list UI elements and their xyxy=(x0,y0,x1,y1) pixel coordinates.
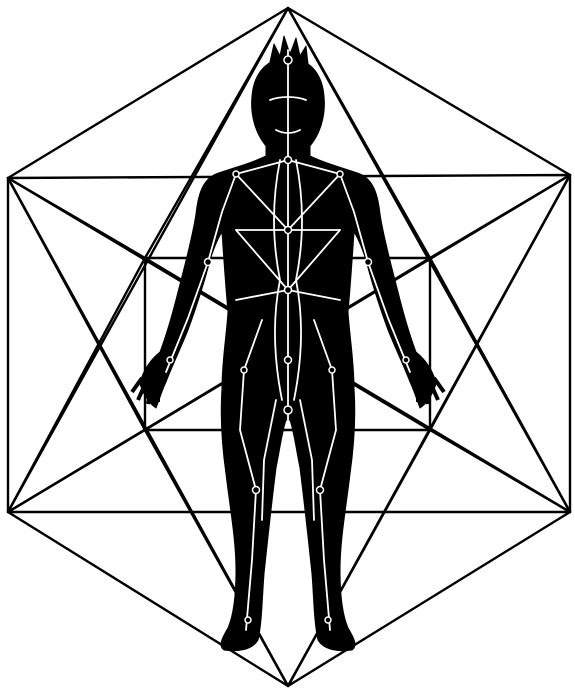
right-to-apex-low xyxy=(430,175,570,430)
node-right-shoulder xyxy=(337,171,343,177)
node-throat xyxy=(285,157,292,164)
node-chest xyxy=(285,227,292,234)
node-left-shoulder xyxy=(233,171,239,177)
right-low-to-upper xyxy=(430,258,570,512)
node-left-knee xyxy=(253,487,260,494)
node-left-wrist xyxy=(167,357,173,363)
node-right-hip xyxy=(329,367,335,373)
node-right-ankle xyxy=(325,617,331,623)
node-pelvis xyxy=(285,357,292,364)
node-crown xyxy=(284,56,292,64)
node-left-ankle xyxy=(245,617,251,623)
node-left-elbow xyxy=(205,259,212,266)
node-right-knee xyxy=(317,487,324,494)
left-inner-lower xyxy=(8,430,145,512)
left-low-to-upper xyxy=(8,258,145,512)
right-inner-upper xyxy=(430,175,570,258)
energy-channels xyxy=(166,50,410,630)
node-root xyxy=(284,406,292,414)
right-inner-lower xyxy=(430,430,570,512)
node-left-hip xyxy=(241,367,247,373)
node-right-wrist xyxy=(403,357,409,363)
node-right-elbow xyxy=(365,259,372,266)
human-figure xyxy=(132,36,444,651)
node-navel xyxy=(285,287,292,294)
